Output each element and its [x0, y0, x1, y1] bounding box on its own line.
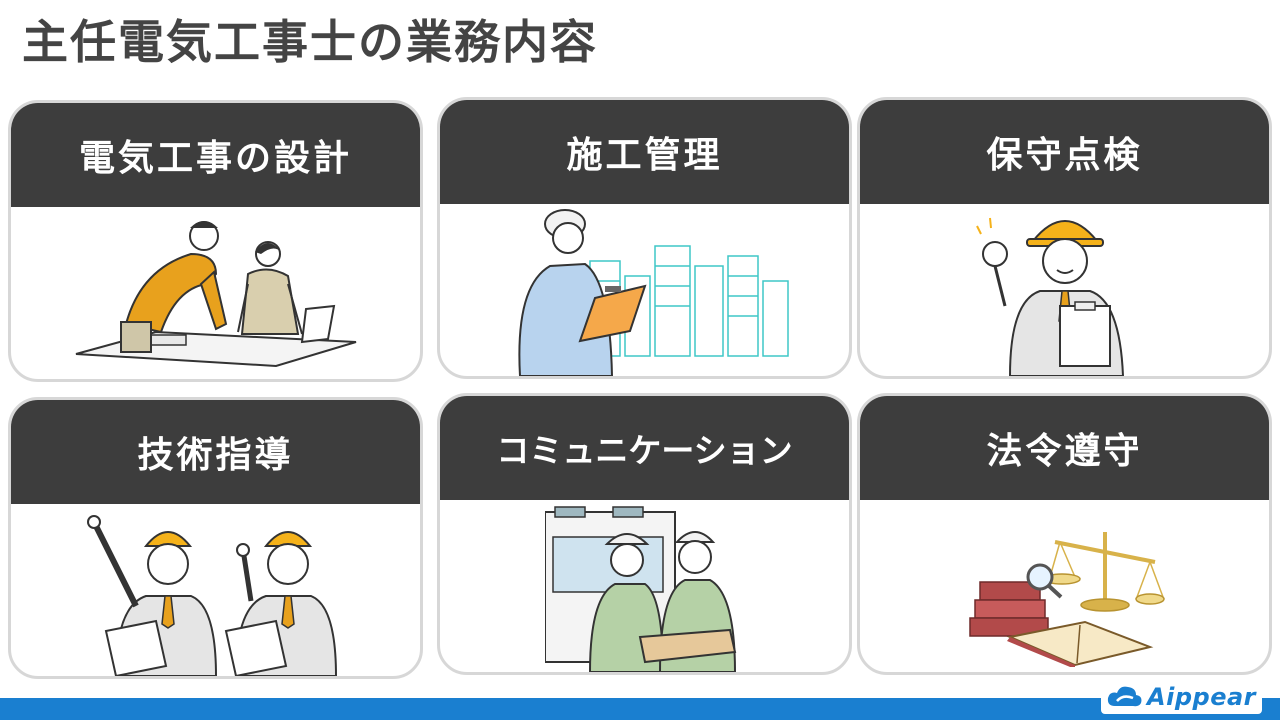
- maintenance-inspection-illustration: [860, 204, 1269, 376]
- card-legal-compliance: 法令遵守: [857, 393, 1272, 675]
- card-title: 保守点検: [986, 135, 1143, 176]
- card-title: 電気工事の設計: [78, 138, 352, 179]
- cloud-logo-icon: [1107, 686, 1142, 707]
- footer-bar: [0, 698, 1280, 720]
- technical-guidance-illustration: [11, 504, 420, 676]
- brand-logo: Aippear: [1101, 680, 1262, 714]
- brand-name: Aippear: [1147, 683, 1256, 711]
- card-title: コミュニケーション: [496, 431, 793, 470]
- card-title: 施工管理: [566, 135, 723, 176]
- card-header: 技術指導: [11, 400, 420, 504]
- card-construction-management: 施工管理: [437, 97, 852, 379]
- card-title: 技術指導: [137, 435, 294, 476]
- legal-compliance-illustration: [860, 500, 1269, 672]
- design-illustration: [11, 207, 420, 379]
- communication-illustration: [440, 500, 849, 672]
- page-title: 主任電気工事士の業務内容: [22, 15, 598, 69]
- card-electrical-design: 電気工事の設計: [8, 100, 423, 382]
- card-technical-guidance: 技術指導: [8, 397, 423, 679]
- card-header: コミュニケーション: [440, 396, 849, 500]
- card-maintenance-inspection: 保守点検: [857, 97, 1272, 379]
- card-header: 電気工事の設計: [11, 103, 420, 207]
- card-header: 施工管理: [440, 100, 849, 204]
- card-communication: コミュニケーション: [437, 393, 852, 675]
- card-title: 法令遵守: [986, 431, 1143, 472]
- card-header: 保守点検: [860, 100, 1269, 204]
- card-header: 法令遵守: [860, 396, 1269, 500]
- construction-management-illustration: [440, 204, 849, 376]
